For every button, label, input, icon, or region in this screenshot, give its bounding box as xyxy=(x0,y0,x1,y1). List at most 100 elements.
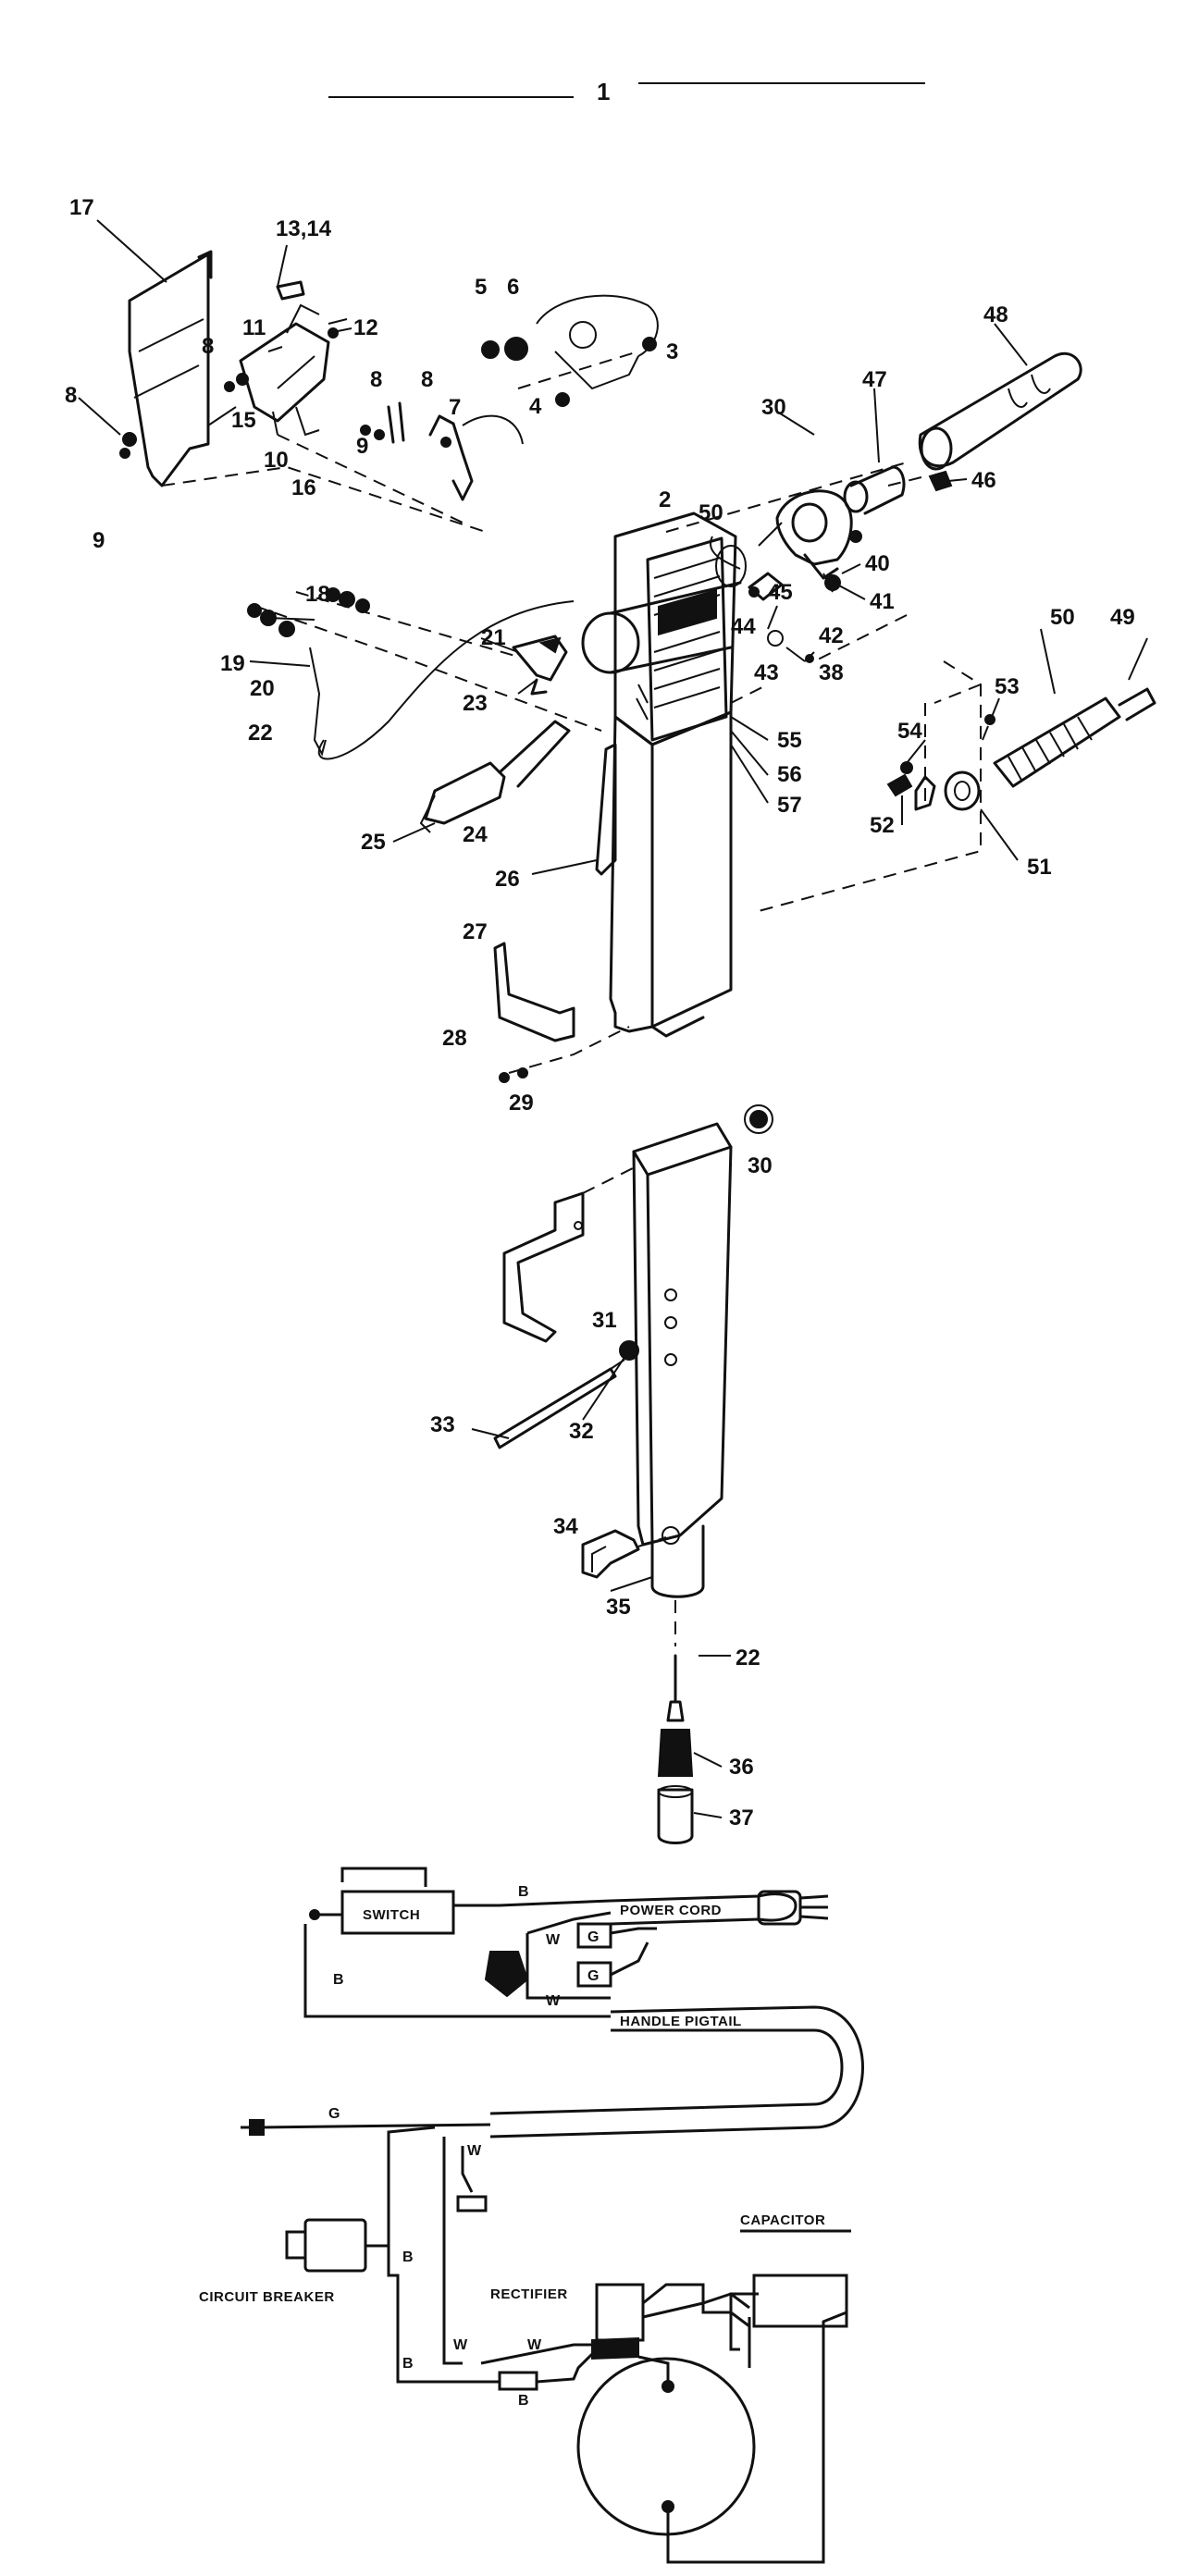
part-label-31: 31 xyxy=(592,1308,617,1333)
part-label-43: 43 xyxy=(754,660,779,685)
handle-grip xyxy=(918,351,1082,468)
wiring-diagram: SWITCH B B W W G G POWER CORD HANDLE PIG… xyxy=(199,1867,864,2564)
part-label-46: 46 xyxy=(971,468,996,493)
part-label-35: 35 xyxy=(606,1595,631,1620)
wire-w-label: W xyxy=(546,1932,561,1948)
part-label-41: 41 xyxy=(870,589,895,614)
part-label-30: 30 xyxy=(748,1153,773,1178)
part-label-26: 26 xyxy=(495,867,520,892)
knob xyxy=(504,337,528,361)
rod-33 xyxy=(493,1367,617,1449)
part-label-22: 22 xyxy=(736,1645,760,1670)
part-label-48: 48 xyxy=(983,302,1008,327)
screw xyxy=(122,432,137,447)
part-label-37: 37 xyxy=(729,1806,754,1830)
part-label-45: 45 xyxy=(768,580,793,605)
wire-w-label: W xyxy=(546,1993,561,2009)
part-label-7: 7 xyxy=(449,395,461,420)
part-label-55: 55 xyxy=(777,728,802,753)
part-label-34: 34 xyxy=(553,1514,578,1539)
part-number-labels: 17 13,14 11 12 8 8 15 10 16 9 8 9 8 7 5 … xyxy=(65,195,1135,1830)
part-label-56: 56 xyxy=(777,762,802,787)
right-side-parts xyxy=(665,351,1156,912)
wire-nut xyxy=(484,1951,529,1998)
bushing xyxy=(944,770,981,811)
part-label-54: 54 xyxy=(897,719,922,744)
part-label-9: 9 xyxy=(356,434,368,459)
part-label-3: 3 xyxy=(666,339,678,364)
switch-box xyxy=(340,1890,455,1935)
power-cord-label: POWER CORD xyxy=(620,1903,722,1918)
screw xyxy=(642,337,657,351)
wire-b-label: B xyxy=(518,2393,529,2409)
part-label-17: 17 xyxy=(69,195,94,220)
part-label-44: 44 xyxy=(731,614,756,639)
wire-g-label: G xyxy=(587,1929,599,1945)
part-label-13-14: 13,14 xyxy=(276,216,332,241)
part-label-52: 52 xyxy=(870,813,895,838)
part-label-6: 6 xyxy=(507,275,519,300)
wire-g-label: G xyxy=(328,2106,340,2122)
part-label-32: 32 xyxy=(569,1419,594,1444)
cord-strain-relief xyxy=(993,696,1121,788)
lever-bracket xyxy=(239,322,330,423)
part-label-23: 23 xyxy=(463,691,488,716)
part-label-53: 53 xyxy=(995,674,1020,699)
part-label-38: 38 xyxy=(819,660,844,685)
part-label-8: 8 xyxy=(370,367,382,392)
spring-36 xyxy=(657,1729,694,1777)
handle-pigtail-label: HANDLE PIGTAIL xyxy=(620,2014,742,2029)
diagram-title: 1 xyxy=(328,78,925,105)
part-label-9: 9 xyxy=(93,528,105,553)
tube-sleeve xyxy=(849,465,906,515)
wire-w-label: W xyxy=(453,2337,468,2353)
part-label-12: 12 xyxy=(353,315,378,340)
bracket-27 xyxy=(493,942,575,1042)
wire-b-label: B xyxy=(333,1972,344,1988)
part-label-11: 11 xyxy=(242,315,266,340)
wire-w-label: W xyxy=(467,2143,482,2159)
wire-w-label: W xyxy=(527,2337,542,2353)
plug-37 xyxy=(657,1788,694,1844)
nut xyxy=(481,340,500,359)
top-center-parts xyxy=(481,294,659,407)
capacitor-box xyxy=(752,2274,848,2328)
handle-housing xyxy=(581,512,747,1038)
part-label-50: 50 xyxy=(1050,605,1075,630)
motor-coil xyxy=(576,2357,756,2536)
part-label-47: 47 xyxy=(862,367,887,392)
part-label-28: 28 xyxy=(442,1026,467,1051)
circuit-breaker-box xyxy=(303,2218,367,2273)
wire-g-label: G xyxy=(587,1968,599,1984)
part-label-18: 18 xyxy=(305,582,330,607)
part-label-49: 49 xyxy=(1110,605,1135,630)
part-label-20: 20 xyxy=(250,676,275,701)
part-label-19: 19 xyxy=(220,651,245,676)
part-label-21: 21 xyxy=(481,625,506,650)
rectifier-box xyxy=(595,2283,645,2342)
part-label-4: 4 xyxy=(529,394,542,419)
part-label-40: 40 xyxy=(865,551,890,576)
rectifier-label: RECTIFIER xyxy=(490,2286,568,2302)
clamp-ring xyxy=(775,489,853,566)
part-label-8: 8 xyxy=(202,334,214,359)
part-label-15: 15 xyxy=(231,408,256,433)
callout-leaders xyxy=(78,219,1148,1818)
part-label-29: 29 xyxy=(509,1091,534,1115)
switch-label: SWITCH xyxy=(363,1907,420,1923)
part-label-8: 8 xyxy=(421,367,433,392)
part-label-2: 2 xyxy=(659,487,671,512)
part-label-36: 36 xyxy=(729,1755,754,1780)
part-label-16: 16 xyxy=(291,475,316,500)
wire-b-label: B xyxy=(402,2356,414,2372)
part-label-51: 51 xyxy=(1027,855,1052,880)
housing-tube xyxy=(609,715,654,1033)
lower-tube-assembly xyxy=(493,942,773,1844)
part-label-33: 33 xyxy=(430,1412,455,1437)
part-label-8: 8 xyxy=(65,383,77,408)
washer xyxy=(119,448,130,459)
side-plate xyxy=(595,743,617,876)
handle-boss xyxy=(581,611,640,674)
bracket-assembly xyxy=(119,250,524,533)
